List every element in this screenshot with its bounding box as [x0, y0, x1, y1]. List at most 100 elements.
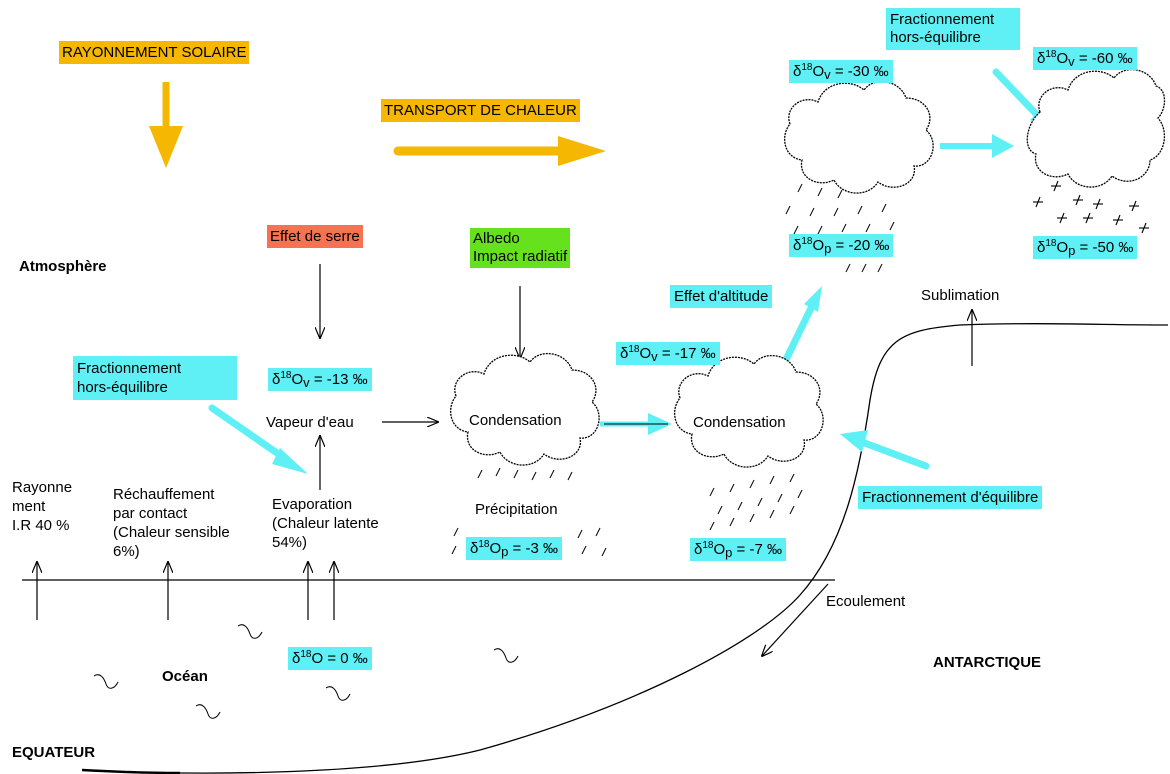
isotope-phase: v — [651, 349, 658, 364]
isotope-vapour-30: δ18Ov = -30 ‰ — [789, 60, 893, 83]
cloud-4 — [1026, 68, 1166, 188]
ir-line-3: I.R 40 % — [12, 517, 70, 534]
fractionation-line-1: Fractionnement — [77, 360, 182, 377]
isotope-value: = 0 ‰ — [323, 650, 368, 667]
isotope-mass: 18 — [478, 539, 490, 550]
isotope-element: O — [311, 650, 324, 667]
isotope-element: O — [812, 237, 825, 254]
solar-radiation-label: RAYONNEMENT SOLAIRE — [59, 41, 250, 64]
isotope-value: = -20 ‰ — [831, 237, 890, 254]
sensible-line-4: 6%) — [113, 543, 140, 560]
cyan-arrow-equilibrium — [840, 430, 930, 470]
isotope-mass: 18 — [300, 649, 312, 660]
cloud-3 — [784, 80, 934, 194]
antarctica-label: ANTARCTIQUE — [933, 654, 1042, 671]
isotope-value: = -7 ‰ — [732, 541, 782, 558]
isotope-precip-20: δ18Op = -20 ‰ — [789, 234, 894, 257]
delta-symbol: δ — [272, 371, 281, 388]
latent-line-3: 54%) — [272, 534, 308, 551]
condensation-label-2: Condensation — [693, 414, 786, 431]
cloud-1 — [450, 352, 600, 466]
isotope-phase: p — [725, 545, 733, 560]
isotope-value: = -30 ‰ — [830, 63, 889, 80]
rain-cloud-2 — [709, 473, 803, 531]
equator-label: EQUATEUR — [12, 744, 96, 761]
isotope-value: = -13 ‰ — [309, 371, 368, 388]
ocean-waves — [93, 624, 519, 719]
cyan-arrow-to-second-cloud — [600, 413, 672, 435]
isotope-phase: v — [1068, 54, 1075, 69]
water-vapour-label: Vapeur d'eau — [266, 414, 354, 431]
heat-transport-label: TRANSPORT DE CHALEUR — [381, 99, 580, 122]
isotope-phase: p — [824, 241, 832, 256]
isotope-value: = -50 ‰ — [1075, 239, 1134, 256]
isotope-mass: 18 — [628, 344, 640, 355]
altitude-effect-label: Effet d'altitude — [670, 285, 773, 308]
isotope-element: O — [639, 345, 652, 362]
greenhouse-effect-label: Effet de serre — [267, 225, 363, 248]
solar-radiation-arrow — [149, 82, 183, 168]
isotope-element: O — [291, 371, 304, 388]
isotope-phase: v — [303, 375, 310, 390]
isotope-element: O — [1056, 50, 1069, 67]
isotope-precip-50: δ18Op = -50 ‰ — [1033, 236, 1138, 259]
sublimation-label: Sublimation — [921, 287, 1000, 304]
sensible-line-3: (Chaleur sensible — [113, 524, 230, 541]
latent-heat-label: Evaporation (Chaleur latente 54%) — [272, 495, 379, 552]
sensible-line-1: Réchauffement — [113, 486, 215, 503]
antarctica-outline — [81, 323, 1169, 774]
ir-line-2: ment — [12, 498, 46, 515]
isotope-mass: 18 — [280, 370, 292, 381]
isotope-vapour-13: δ18Ov = -13 ‰ — [268, 368, 372, 391]
delta-symbol: δ — [694, 541, 703, 558]
fractionation-top-line-2: hors-équilibre — [890, 29, 981, 46]
isotope-vapour-17: δ18Ov = -17 ‰ — [616, 342, 720, 365]
isotope-mass: 18 — [702, 540, 714, 551]
isotope-vapour-60: δ18Ov = -60 ‰ — [1033, 47, 1137, 70]
cloud-2 — [674, 354, 824, 468]
fractionation-top-line-1: Fractionnement — [890, 11, 995, 28]
atmosphere-label: Atmosphère — [19, 258, 107, 275]
ir-line-1: Rayonne — [12, 479, 73, 496]
albedo-line-1: Albedo — [473, 230, 520, 247]
latent-line-2: (Chaleur latente — [272, 515, 379, 532]
isotope-phase: p — [501, 544, 509, 559]
albedo-line-2: Impact radiatif — [473, 248, 568, 265]
latent-line-1: Evaporation — [272, 496, 353, 513]
isotope-mass: 18 — [801, 62, 813, 73]
cyan-arrow-to-top-right-cloud — [940, 134, 1014, 158]
ocean-label: Océan — [162, 668, 208, 685]
isotope-mass: 18 — [1045, 49, 1057, 60]
delta-symbol: δ — [793, 63, 802, 80]
isotope-value: = -3 ‰ — [508, 540, 558, 557]
snow-cloud-4 — [1033, 180, 1149, 234]
equilibrium-fractionation-label: Fractionnement d'équilibre — [858, 486, 1043, 509]
sensible-line-2: par contact — [113, 505, 188, 522]
runoff-label: Ecoulement — [826, 593, 906, 610]
isotope-precip-7: δ18Op = -7 ‰ — [690, 538, 786, 561]
rain-cloud-3 — [785, 183, 895, 273]
equator-line — [81, 768, 181, 774]
isotope-value: = -60 ‰ — [1074, 50, 1133, 67]
isotope-value: = -17 ‰ — [657, 345, 716, 362]
isotope-phase: v — [824, 67, 831, 82]
delta-symbol: δ — [793, 237, 802, 254]
isotope-precip-3: δ18Op = -3 ‰ — [466, 537, 562, 560]
delta-symbol: δ — [470, 540, 479, 557]
sensible-heat-label: Réchauffement par contact (Chaleur sensi… — [113, 485, 230, 561]
isotope-element: O — [713, 541, 726, 558]
isotope-phase: p — [1068, 243, 1076, 258]
delta-symbol: δ — [620, 345, 629, 362]
isotope-ocean-0: δ18O = 0 ‰ — [288, 647, 372, 670]
isotope-mass: 18 — [801, 236, 813, 247]
isotope-element: O — [489, 540, 502, 557]
isotope-element: O — [1056, 239, 1069, 256]
cyan-arrow-fract-left — [208, 404, 308, 474]
arrow-runoff — [762, 583, 829, 656]
fractionation-line-2: hors-équilibre — [77, 379, 168, 396]
non-equilibrium-fractionation-label: Fractionnement hors-équilibre — [73, 356, 237, 400]
rain-cloud-1 — [451, 467, 607, 557]
isotope-mass: 18 — [1045, 238, 1057, 249]
non-equilibrium-fractionation-top-label: Fractionnement hors-équilibre — [886, 8, 1020, 50]
delta-symbol: δ — [292, 650, 301, 667]
